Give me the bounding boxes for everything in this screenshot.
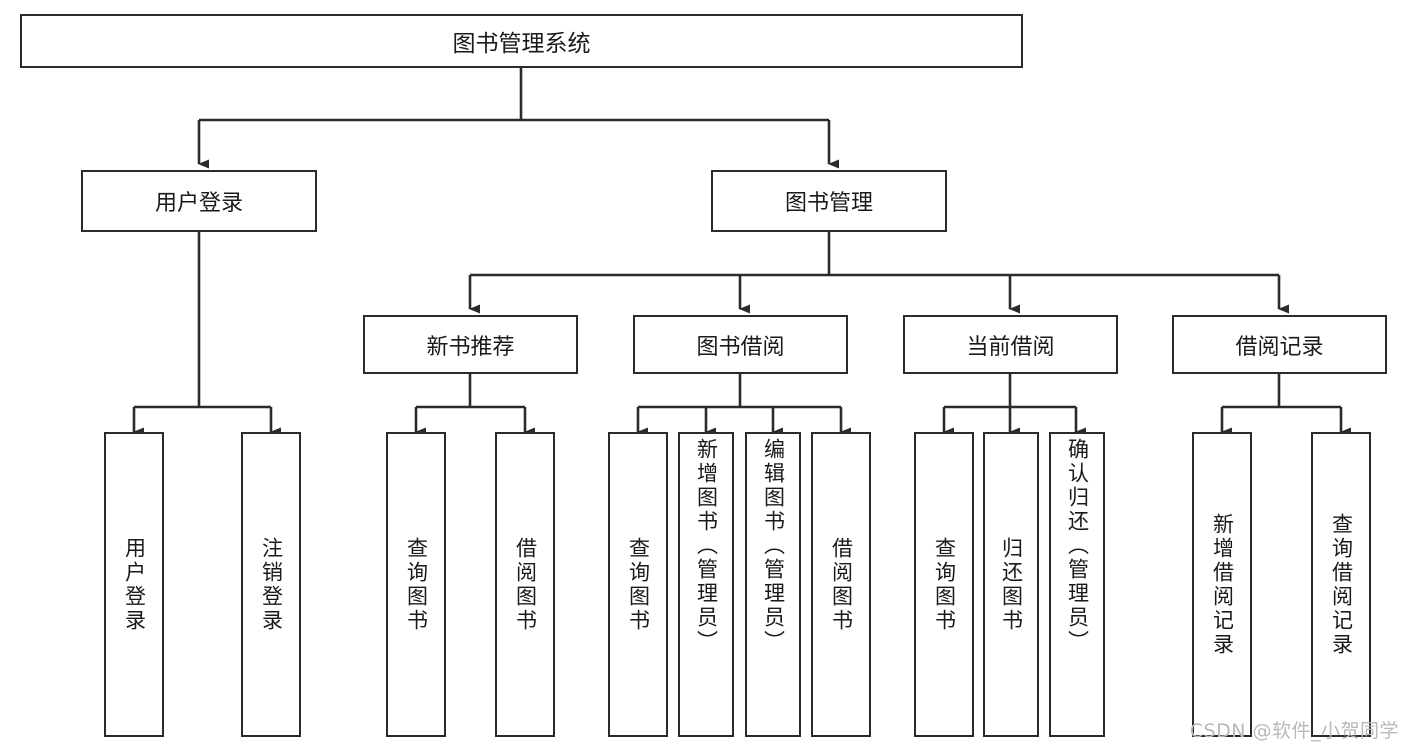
node-leaf-add-book-label: 新增图书（管理员）: [694, 438, 719, 654]
node-root-label: 图书管理系统: [452, 31, 591, 57]
node-user-login[interactable]: 用户登录: [81, 170, 317, 232]
node-leaf-query-record[interactable]: 查询借阅记录: [1311, 432, 1371, 737]
node-leaf-query-book-3-label: 查询图书: [932, 536, 957, 633]
node-leaf-borrow-book-1-label: 借阅图书: [513, 536, 538, 633]
node-book-borrow[interactable]: 图书借阅: [633, 315, 848, 374]
node-leaf-query-book-1-label: 查询图书: [404, 536, 429, 633]
node-leaf-edit-book[interactable]: 编辑图书（管理员）: [745, 432, 801, 737]
node-book-management-label: 图书管理: [784, 191, 873, 216]
node-leaf-query-book-2-label: 查询图书: [626, 536, 651, 633]
node-leaf-add-book[interactable]: 新增图书（管理员）: [678, 432, 734, 737]
node-current-borrow[interactable]: 当前借阅: [903, 315, 1118, 374]
node-book-borrow-label: 图书借阅: [696, 334, 785, 360]
node-leaf-confirm-return-label: 确认归还（管理员）: [1065, 438, 1090, 654]
node-leaf-borrow-book-2-label: 借阅图书: [829, 536, 854, 633]
node-book-management[interactable]: 图书管理: [711, 170, 947, 232]
node-leaf-borrow-book-1[interactable]: 借阅图书: [495, 432, 555, 737]
node-leaf-edit-book-label: 编辑图书（管理员）: [761, 438, 786, 654]
node-user-login-label: 用户登录: [154, 191, 243, 216]
node-leaf-query-book-3[interactable]: 查询图书: [914, 432, 974, 737]
node-leaf-borrow-book-2[interactable]: 借阅图书: [811, 432, 871, 737]
node-leaf-query-book-2[interactable]: 查询图书: [608, 432, 668, 737]
watermark: CSDN @软件_小贺同学: [1189, 720, 1399, 742]
node-borrow-record-label: 借阅记录: [1235, 334, 1324, 360]
node-leaf-add-record[interactable]: 新增借阅记录: [1192, 432, 1252, 737]
node-leaf-user-login[interactable]: 用户登录: [104, 432, 164, 737]
node-new-book-recommend-label: 新书推荐: [426, 334, 515, 360]
node-leaf-add-record-label: 新增借阅记录: [1210, 512, 1235, 657]
node-leaf-user-login-label: 用户登录: [122, 536, 147, 633]
node-leaf-return-book-label: 归还图书: [999, 536, 1024, 633]
node-current-borrow-label: 当前借阅: [966, 334, 1055, 360]
node-new-book-recommend[interactable]: 新书推荐: [363, 315, 578, 374]
node-leaf-query-book-1[interactable]: 查询图书: [386, 432, 446, 737]
node-leaf-query-record-label: 查询借阅记录: [1329, 512, 1354, 657]
node-leaf-logout-label: 注销登录: [259, 536, 284, 633]
node-borrow-record[interactable]: 借阅记录: [1172, 315, 1387, 374]
node-leaf-return-book[interactable]: 归还图书: [983, 432, 1039, 737]
node-leaf-logout[interactable]: 注销登录: [241, 432, 301, 737]
node-root[interactable]: 图书管理系统: [20, 14, 1023, 68]
node-leaf-confirm-return[interactable]: 确认归还（管理员）: [1049, 432, 1105, 737]
